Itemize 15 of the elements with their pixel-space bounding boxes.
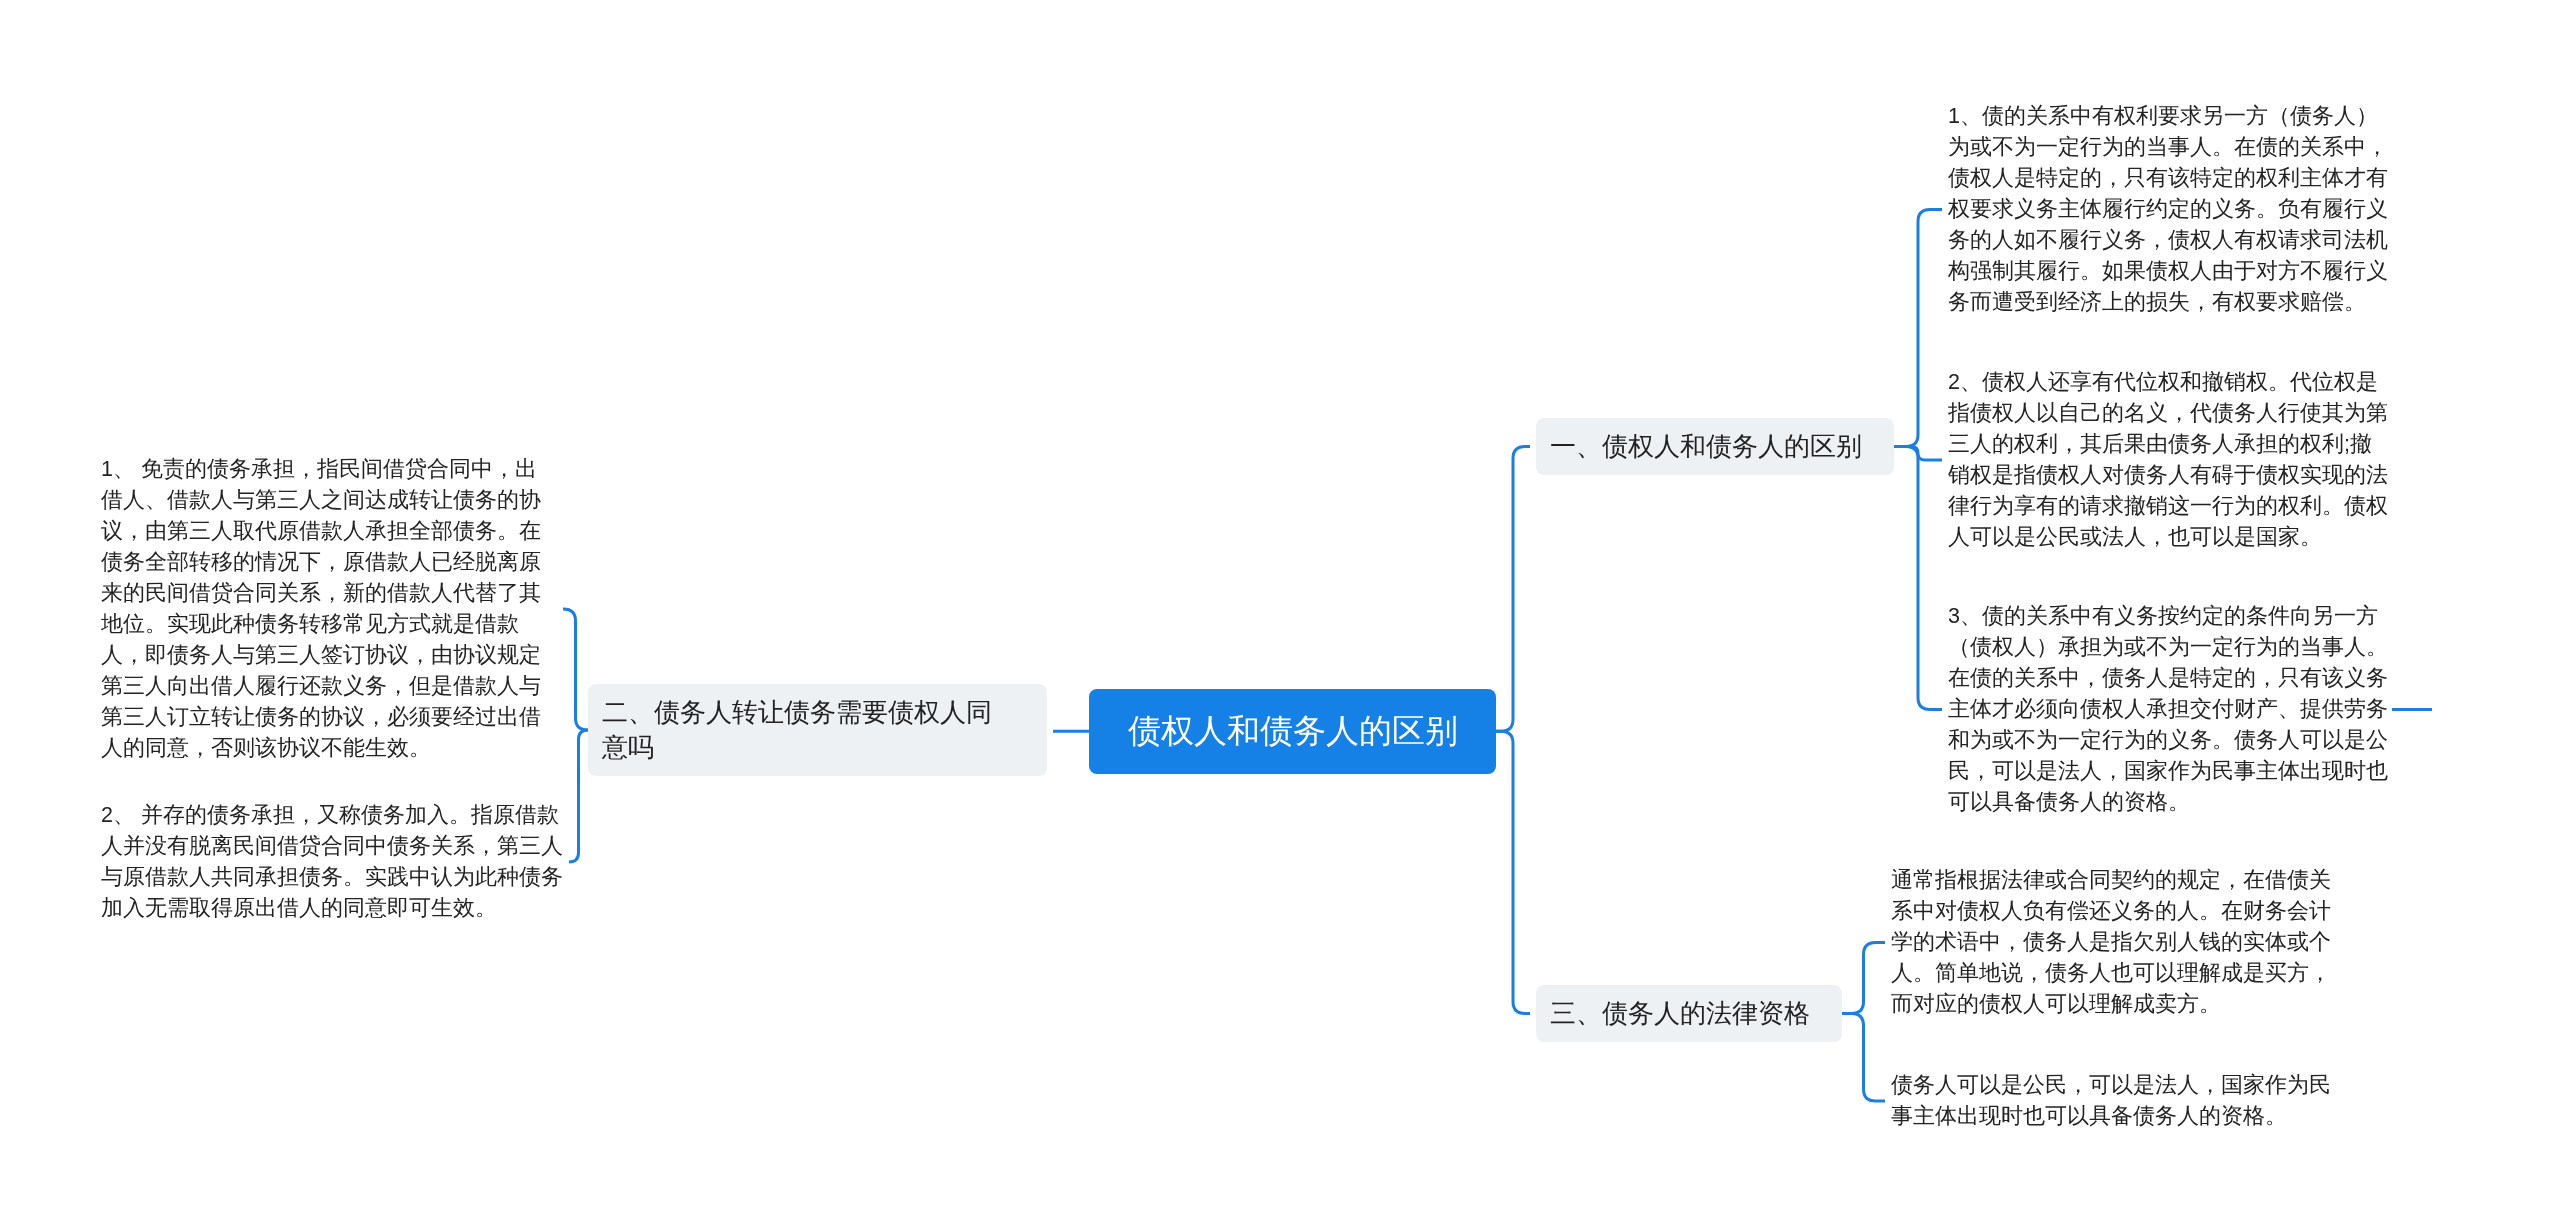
topic-box: 一、债权人和债务人的区别: [1536, 418, 1894, 476]
connector-line: [1053, 729, 1089, 733]
topic-text: 2、债权人还享有代位权和撤销权。代位权是指债权人以自己的名义，代债务人行使其为第三人的权利，其后果由债务人承担的权利;撤销权是指债权人对债务人有碍于债权实现的法律行为享有的请求撤销这一行为的权利。债权人可以是公民或法人，也可以是国家。: [1948, 367, 2388, 553]
central-topic: 债权人和债务人的区别: [1089, 689, 1496, 774]
connector-line: [562, 607, 589, 732]
topic-text: 债务人可以是公民，可以是法人，国家作为民事主体出现时也可以具备债务人的资格。: [1891, 1070, 2331, 1132]
topic-text: 1、债的关系中有权利要求另一方（债务人）为或不为一定行为的当事人。在债的关系中，债权人是特定的，只有该特定的权利主体才有权要求义务主体履行约定的义务。负有履行义务的人如不履行义务，债权人有权请求司法机构强制其履行。如果债权人由于对方不履行义务而遭受到经济上的损失，有权要求赔偿。: [1948, 101, 2388, 318]
topic-text: 3、债的关系中有义务按约定的条件向另一方（债权人）承担为或不为一定行为的当事人。在债的关系中，债务人是特定的，只有该义务主体才必须向债权人承担交付财产、提供劳务和为或不为一定行为的义务。债务人可以是公民，可以是法人，国家作为民事主体出现时也可以具备债务人的资格。: [1948, 601, 2388, 818]
connector-line: [567, 728, 590, 864]
topic-box: 三、债务人的法律资格: [1536, 985, 1842, 1043]
topic-text: 通常指根据法律或合同契约的规定，在借债关系中对债权人负有偿还义务的人。在财务会计学的术语中，债务人是指欠别人钱的实体或个人。简单地说，债务人也可以理解成是买方，而对应的债权人可以理解成卖方。: [1891, 865, 2331, 1020]
topic-text: 1、 免责的债务承担，指民间借贷合同中，出借人、借款人与第三人之间达成转让债务的协议，由第三人取代原借款人承担全部债务。在债务全部转移的情况下，原借款人已经脱离原来的民间借贷合同关系，新的借款人代替了其地位。实现此种债务转移常见方式就是借款人，即债务人与第三人签订协议，由协议规定第三人向出借人履行还款义务，但是借款人与第三人订立转让债务的协议，必须要经过出借人的同意，否则该协议不能生效。: [101, 454, 557, 764]
topic-box: 二、债务人转让债务需要债权人同意吗: [588, 684, 1047, 777]
connector-line: [2392, 708, 2432, 711]
topic-text: 2、 并存的债务承担，又称债务加入。指原借款人并没有脱离民间借贷合同中债务关系，第三人与原借款人共同承担债务。实践中认为此种债务加入无需取得原出借人的同意即可生效。: [101, 800, 563, 924]
